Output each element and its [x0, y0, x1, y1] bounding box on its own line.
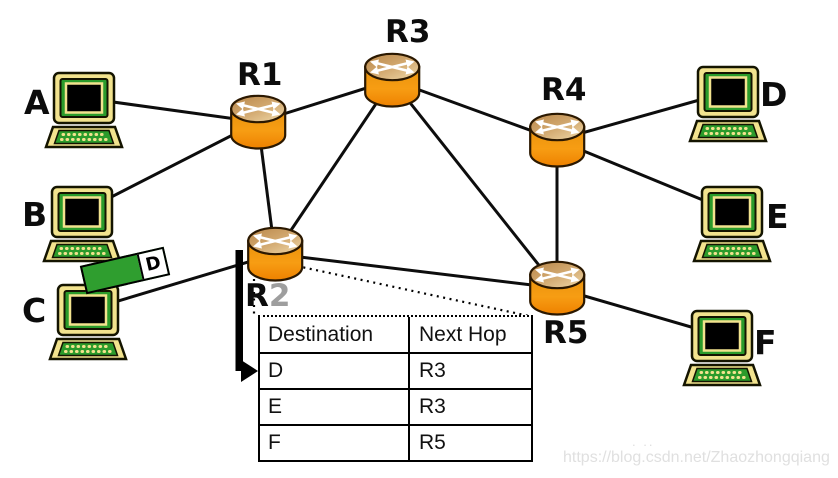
host-d-figure [688, 65, 768, 143]
routing-table-cell-destination: F [260, 426, 410, 460]
link-r2-r5 [274, 252, 558, 290]
watermark-url: https://blog.csdn.net/Zhaozhongqiang [563, 449, 830, 466]
routing-table-cell-next-hop: R3 [419, 359, 446, 382]
lookup-arrow [235, 250, 258, 382]
host-d-label: D [760, 75, 788, 114]
host-e-label: E [766, 197, 789, 236]
router-r5-figure [530, 262, 584, 315]
link-r2-r3 [273, 79, 394, 255]
routing-table-row: F R5 [260, 426, 531, 460]
routing-table-cell-destination: E [260, 390, 410, 424]
router-r4-figure [530, 114, 584, 167]
callout-right-line [296, 264, 530, 318]
router-r5-label: R5 [543, 315, 589, 351]
router-r3-label: R3 [385, 14, 431, 50]
packet-destination-label: D [136, 249, 168, 280]
host-a-figure [44, 71, 124, 149]
router-r2-label: R2 [245, 281, 290, 312]
host-b-label: B [22, 195, 48, 234]
routing-table-header-row: Destination Next Hop [260, 317, 531, 354]
routing-table-cell-destination: D [260, 354, 410, 388]
router-r3-figure [365, 54, 419, 107]
host-e-figure [692, 185, 772, 263]
router-r1-figure [231, 96, 285, 149]
host-b-figure [42, 185, 122, 263]
host-a-label: A [24, 83, 50, 122]
routing-table-header-next-hop: Next Hop [419, 322, 507, 346]
routing-table-row: E R3 [260, 390, 531, 426]
network-links [81, 78, 733, 338]
routing-table-cell-next-hop: R3 [419, 395, 446, 418]
host-c-figure [48, 283, 128, 361]
host-f-figure [682, 309, 762, 387]
routing-table-row: D R3 [260, 354, 531, 390]
router-r2-label-suffix: 2 [268, 278, 291, 314]
routing-table-cell-next-hop: R5 [419, 431, 446, 454]
router-r4-label: R4 [541, 72, 587, 108]
routing-table-header-destination: Destination [260, 317, 410, 352]
router-r2-figure [248, 228, 302, 281]
routing-table: Destination Next Hop D R3 E R3 F R5 [258, 315, 533, 462]
router-r2-label-prefix: R [245, 278, 269, 314]
host-f-label: F [754, 323, 777, 362]
host-c-label: C [22, 291, 47, 330]
router-r1-label: R1 [237, 57, 283, 93]
watermark-dots: . .. [632, 434, 655, 449]
link-r3-r5 [390, 79, 559, 289]
